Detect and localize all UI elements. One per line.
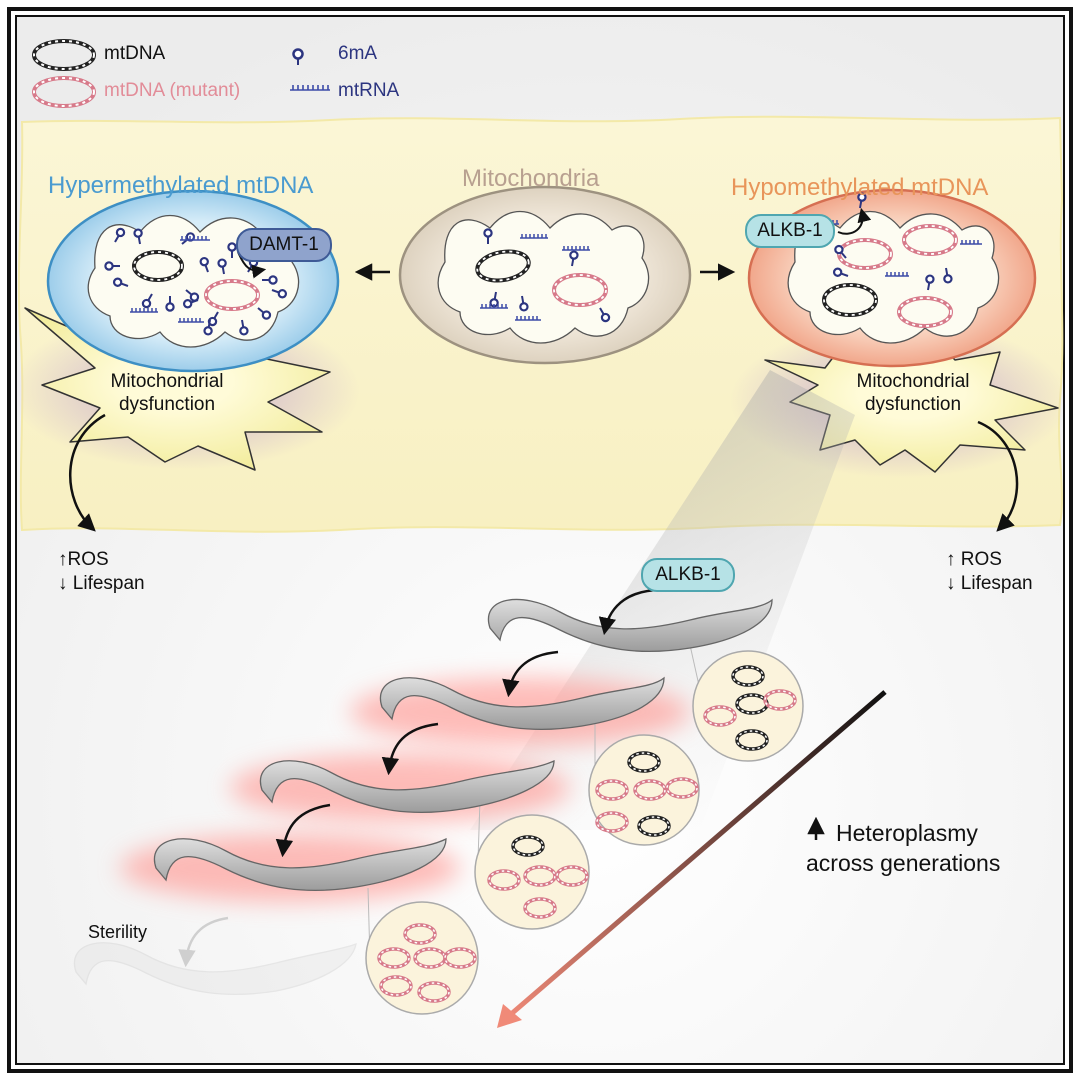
left-effect-ros: ROS (67, 549, 109, 570)
right-effects: ↑ ROS ↓ Lifespan (946, 548, 1033, 596)
6ma-mark-26 (832, 267, 843, 277)
mtrna-mark-4 (520, 234, 548, 239)
legend-6ma-label: 6mA (338, 43, 378, 64)
mtrna-mark-2 (130, 308, 158, 313)
worm-icon-faded (73, 942, 357, 996)
6ma-mark-16 (227, 242, 237, 252)
right-effect-ros: ROS (960, 549, 1002, 570)
6ma-mark-1 (112, 277, 123, 287)
legend-mtdna-mutant-icon (32, 76, 96, 108)
6ma-mark-3 (104, 261, 114, 271)
mtrna-mark-9 (885, 272, 909, 277)
6ma-mark-12 (268, 275, 278, 285)
worm-icon-3 (259, 759, 555, 814)
mtrna-mark-10 (960, 240, 982, 245)
mtrna-mark-3 (178, 318, 204, 323)
right-dysfunction-label: Mitochondrial dysfunction (838, 370, 988, 416)
legend-mtrna-label: mtRNA (338, 80, 400, 101)
heteroplasmy-line1: Heteroplasmy (836, 820, 978, 846)
left-dysfunction-label: Mitochondrial dysfunction (92, 370, 242, 416)
left-dysfunction-line2: dysfunction (118, 394, 216, 415)
worm-icon-4 (153, 837, 447, 892)
legend-mtdna-mutant-label: mtDNA (mutant) (104, 80, 241, 101)
6ma-mark-14 (217, 258, 227, 268)
up-arrow-icon: ↑ (946, 549, 956, 570)
6ma-mark-10 (239, 326, 249, 336)
heteroplasmy-line2: across generations (806, 850, 1001, 876)
6ma-mark-2 (133, 228, 143, 238)
mtrna-mark-6 (480, 304, 508, 309)
legend-6ma-icon (292, 48, 304, 65)
6ma-mark-11 (261, 310, 272, 320)
6ma-mark-21 (519, 302, 529, 312)
legend-mtdna-icon (32, 39, 96, 71)
hypermethylated-title: Hypermethylated mtDNA (48, 172, 314, 199)
heteroplasmy-arrow (508, 690, 887, 1017)
mtrna-mark-5 (562, 246, 590, 251)
sterility-label: Sterility (88, 922, 148, 942)
heteroplasmy-label: Heteroplasmy across generations (806, 818, 1000, 878)
up-arrow-icon: ↑ (58, 549, 68, 570)
down-arrow-icon: ↓ (58, 573, 68, 594)
6ma-mark-7 (141, 298, 152, 309)
6ma-mark-24 (857, 192, 867, 202)
6ma-mark-27 (943, 274, 953, 284)
6ma-mark-17 (277, 289, 288, 299)
6ma-mark-0 (115, 227, 126, 238)
6ma-mark-23 (600, 312, 611, 323)
6ma-mark-8 (199, 256, 209, 267)
mitochondria-title: Mitochondria (462, 165, 600, 192)
left-effect-lifespan: Lifespan (72, 573, 145, 594)
zoom-circle-mtdna (377, 665, 797, 1003)
mtrna-mark-7 (515, 316, 541, 321)
alkb1-badge: ALKB-1 (745, 214, 835, 248)
hypomethylated-title: Hypomethylated mtDNA (731, 174, 989, 201)
6ma-mark-22 (569, 250, 579, 260)
legend-mtdna-label: mtDNA (104, 43, 166, 64)
down-arrow-icon: ↓ (946, 573, 956, 594)
legend-mtrna-icon (290, 85, 330, 91)
zoom-circles (365, 650, 804, 1015)
right-effect-lifespan: Lifespan (960, 573, 1033, 594)
6ma-mark-28 (925, 274, 935, 284)
6ma-mark-6 (165, 302, 175, 312)
worm-icon-1 (487, 598, 773, 653)
worm-icon-2 (379, 676, 665, 731)
mtrna-mark-0 (180, 236, 210, 241)
alkb1-badge-bottom: ALKB-1 (641, 558, 735, 592)
left-dysfunction-line1: Mitochondrial (110, 371, 224, 392)
6ma-mark-18 (203, 326, 213, 336)
right-dysfunction-line1: Mitochondrial (856, 371, 970, 392)
right-dysfunction-line2: dysfunction (864, 394, 962, 415)
left-effects: ↑ROS ↓ Lifespan (58, 548, 145, 596)
6ma-mark-15 (182, 299, 193, 309)
6ma-mark-19 (483, 228, 493, 238)
damt1-badge: DAMT-1 (236, 228, 332, 262)
6ma-mark-25 (834, 244, 844, 255)
